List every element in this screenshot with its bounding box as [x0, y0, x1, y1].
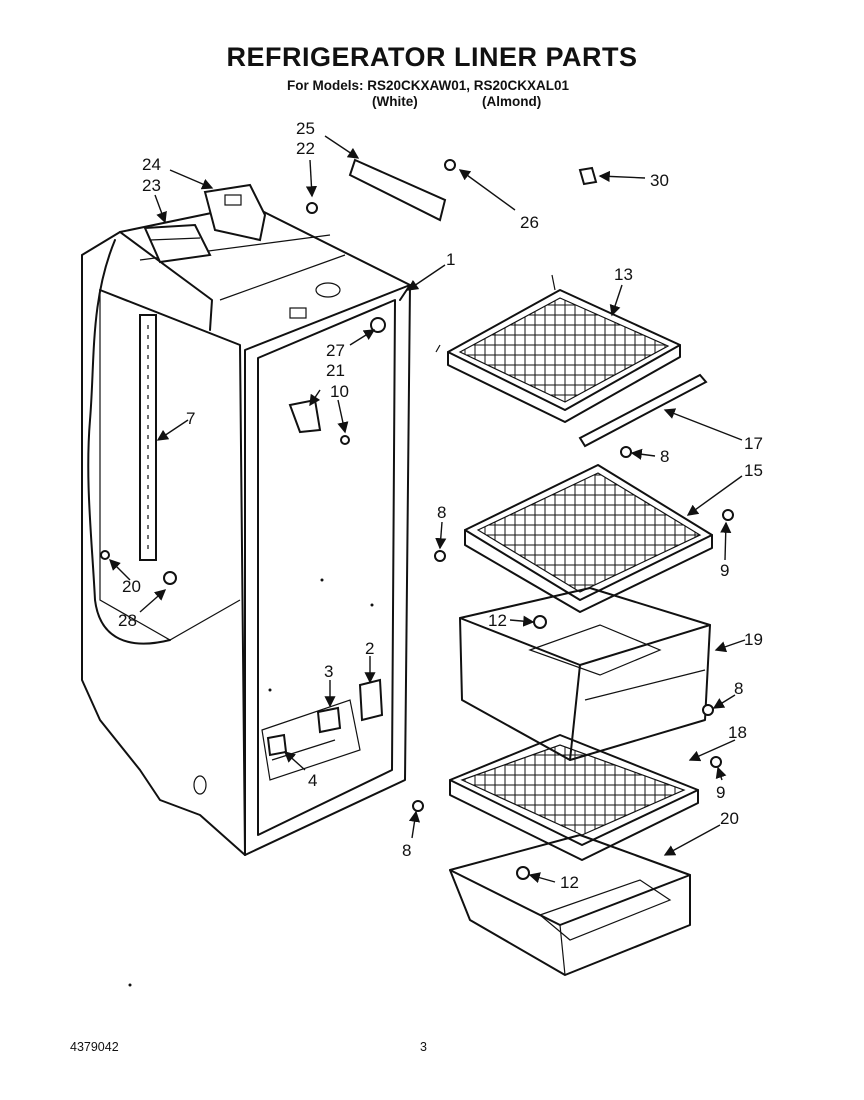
callout-7: 7 [186, 409, 195, 428]
callout-8d: 8 [402, 841, 411, 860]
callout-30: 30 [650, 171, 669, 190]
callout-10: 10 [330, 382, 349, 401]
callout-17: 17 [744, 434, 763, 453]
callout-9b: 9 [716, 783, 725, 802]
cabinet-hardware [100, 158, 598, 757]
callout-3: 3 [324, 662, 333, 681]
trim-17 [578, 373, 708, 448]
callout-15: 15 [744, 461, 763, 480]
callout-21: 20 [122, 577, 141, 596]
callout-28: 28 [118, 611, 137, 630]
callout-24: 23 [142, 176, 161, 195]
callout-23: 22 [296, 139, 315, 158]
callout-13: 13 [614, 265, 633, 284]
callout-19: 19 [744, 630, 763, 649]
leader-lines [109, 135, 746, 884]
callout-29: 27 [326, 341, 345, 360]
document-number: 4379042 [70, 1040, 119, 1054]
callout-26: 25 [296, 119, 315, 138]
callout-22: 21 [326, 361, 345, 380]
callout-12a: 12 [488, 611, 507, 630]
models-line: For Models: RS20CKXAW01, RS20CKXAL01 [287, 78, 570, 93]
callout-8b: 8 [437, 503, 446, 522]
callout-2: 2 [365, 639, 374, 658]
callout-18: 18 [728, 723, 747, 742]
callout-25: 24 [142, 155, 161, 174]
shelf-18 [449, 734, 699, 861]
variant-almond: (Almond) [482, 94, 542, 109]
callout-20: 20 [720, 809, 739, 828]
shelf-13 [435, 274, 681, 423]
page-title: REFRIGERATOR LINER PARTS [226, 42, 638, 72]
callout-1: 1 [446, 250, 455, 269]
callout-9a: 9 [720, 561, 729, 580]
variant-white: (White) [372, 94, 418, 109]
callout-8c: 8 [734, 679, 743, 698]
callout-12b: 12 [560, 873, 579, 892]
callout-27: 26 [520, 213, 539, 232]
page-number: 3 [420, 1040, 427, 1054]
shelf-hardware [412, 446, 734, 880]
callout-4: 4 [308, 771, 317, 790]
shelf-15 [464, 464, 713, 613]
callout-8a: 8 [660, 447, 669, 466]
callout-labels: 24 23 25 22 26 30 1 13 27 21 10 7 17 8 1… [118, 119, 763, 892]
meat-pan-20 [449, 834, 691, 976]
